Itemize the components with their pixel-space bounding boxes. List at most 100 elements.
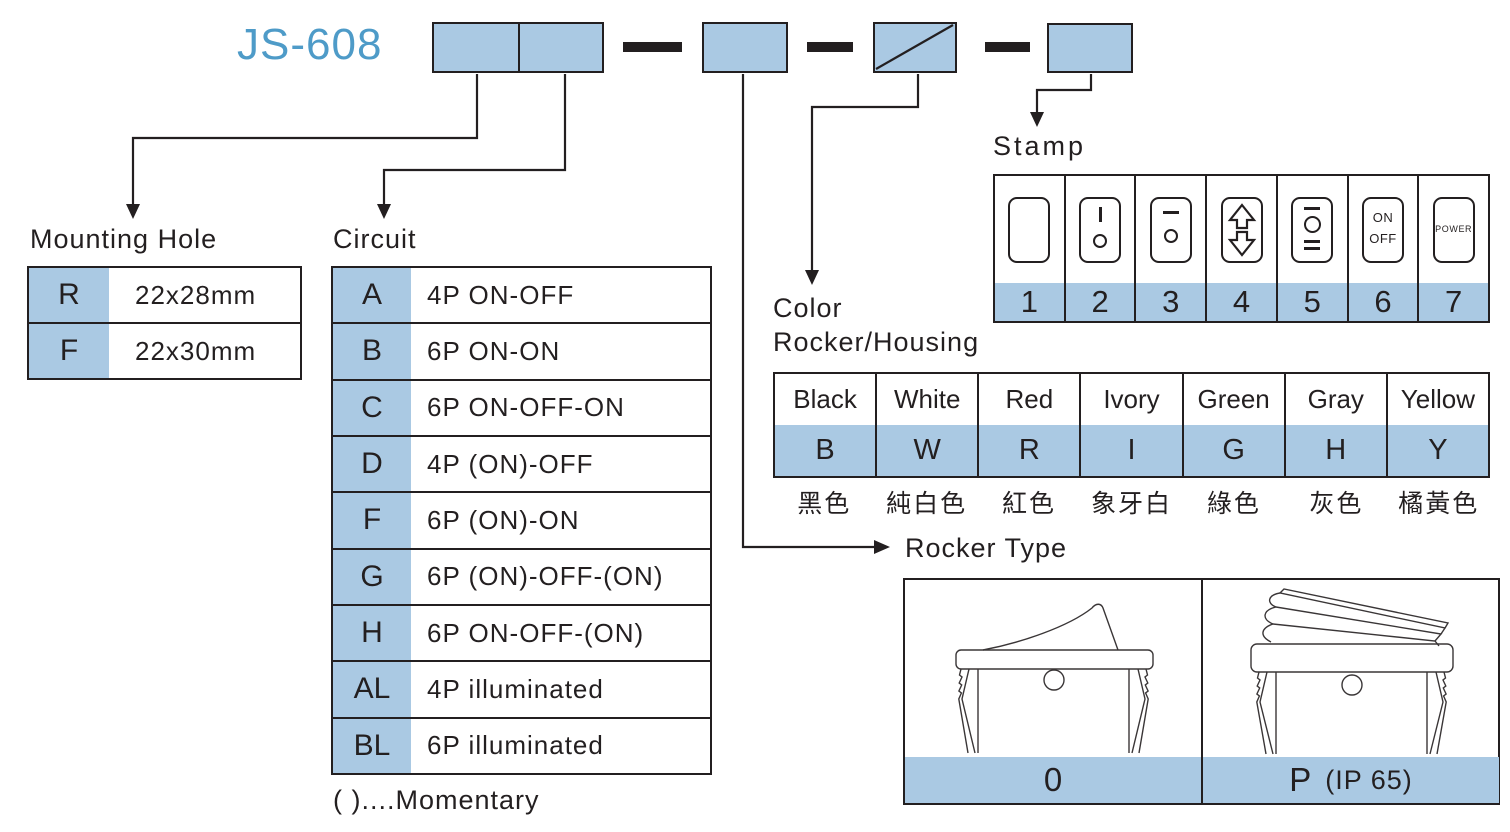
- diagonal-slash-icon: [875, 24, 954, 70]
- table-row: B 6P ON-ON: [333, 324, 710, 381]
- circuit-value: 6P (ON)-ON: [427, 504, 580, 535]
- mounting-code: R: [29, 268, 109, 322]
- mounting-value: 22x30mm: [135, 335, 257, 366]
- color-name: Green: [1197, 384, 1270, 414]
- stamp-number: 7: [1419, 283, 1489, 321]
- rocker-type-ip-rating: (IP 65): [1325, 764, 1413, 795]
- color-option: Green G: [1183, 374, 1286, 476]
- code-box-rocker-type: [702, 22, 788, 73]
- blank-rocker-icon: [1008, 196, 1051, 263]
- up-down-arrows-rocker-icon: [1220, 196, 1263, 263]
- stamp-option: 5: [1277, 176, 1349, 321]
- color-option: Yellow Y: [1387, 374, 1488, 476]
- stamp-number: 3: [1136, 283, 1206, 321]
- rocker-type-option: P (IP 65): [1203, 580, 1499, 803]
- color-option: Red R: [979, 374, 1082, 476]
- circuit-table: A 4P ON-OFF B 6P ON-ON C 6P ON-OFF-ON D …: [331, 266, 712, 775]
- circuit-code: BL: [333, 718, 411, 773]
- circuit-value: 4P ON-OFF: [427, 279, 575, 310]
- dash-circle-rocker-icon: [1149, 196, 1192, 263]
- color-zh: 紅色: [1002, 490, 1057, 518]
- color-title: Color: [773, 293, 843, 323]
- color-zh: 橘黃色: [1398, 490, 1480, 518]
- color-code: I: [1081, 425, 1182, 476]
- circuit-code: G: [333, 549, 411, 604]
- on-off-rocker-icon: ON OFF: [1361, 196, 1404, 263]
- color-name: Red: [1005, 384, 1054, 414]
- circuit-code: F: [333, 493, 411, 548]
- color-zh: 灰色: [1309, 490, 1364, 518]
- table-row: AL 4P illuminated: [333, 662, 710, 719]
- stamp-number: 6: [1348, 283, 1418, 321]
- circuit-value: 6P (ON)-OFF-(ON): [427, 561, 664, 592]
- circuit-code: C: [333, 380, 411, 435]
- stamp-option: POWER 7: [1419, 176, 1489, 321]
- rocker-plain-drawing: [955, 603, 1154, 754]
- circuit-value: 4P illuminated: [427, 673, 604, 704]
- code-box-mounting-circuit: [432, 22, 604, 73]
- code-separator-dash: [807, 42, 853, 52]
- table-row: BL 6P illuminated: [333, 718, 710, 773]
- stamp-title: Stamp: [993, 131, 1087, 161]
- color-option: Gray H: [1285, 374, 1388, 476]
- stamp-number: 2: [1065, 283, 1135, 321]
- mounting-value: 22x28mm: [135, 279, 257, 310]
- momentary-note: ( )....Momentary: [333, 785, 540, 815]
- code-box-color: [873, 22, 957, 73]
- rocker-type-code: 0: [1043, 761, 1063, 798]
- code-box-divider: [518, 24, 520, 71]
- color-name: Gray: [1307, 384, 1364, 414]
- table-row: H 6P ON-OFF-(ON): [333, 605, 710, 663]
- stamp-number: 4: [1207, 283, 1276, 321]
- circuit-code: D: [333, 436, 411, 492]
- color-zh: 綠色: [1206, 490, 1261, 518]
- color-subtitle: Rocker/Housing: [773, 327, 980, 357]
- circuit-code: A: [333, 268, 411, 323]
- stamp-number: 1: [995, 283, 1064, 321]
- power-rocker-icon: POWER: [1432, 196, 1475, 263]
- circuit-value: 6P ON-OFF-(ON): [427, 617, 645, 648]
- arrow-to-rocker-type: [874, 540, 890, 554]
- circuit-title: Circuit: [333, 224, 417, 254]
- stamp-option: 4: [1207, 176, 1278, 321]
- arrow-to-circuit: [377, 204, 391, 219]
- stamp-table: 1 2 3: [993, 174, 1490, 323]
- arrow-to-stamp: [1030, 112, 1044, 127]
- circuit-code: AL: [333, 662, 411, 717]
- color-code: B: [775, 425, 876, 476]
- bar-circle-rocker-icon: [1079, 196, 1122, 263]
- color-code: Y: [1387, 425, 1488, 476]
- rocker-type-option: 0: [905, 580, 1203, 803]
- stamp-option: ON OFF 6: [1348, 176, 1420, 321]
- table-row: D 4P (ON)-OFF: [333, 436, 710, 494]
- color-zh: 象牙白: [1090, 490, 1172, 518]
- table-row: C 6P ON-OFF-ON: [333, 380, 710, 437]
- color-name: White: [893, 384, 961, 414]
- color-option: Black B: [775, 374, 878, 476]
- color-name: Black: [793, 384, 857, 414]
- circuit-value: 6P ON-OFF-ON: [427, 392, 625, 423]
- arrow-to-mounting-hole: [126, 204, 140, 219]
- table-row: G 6P (ON)-OFF-(ON): [333, 549, 710, 606]
- rocker-boot-drawing: [1250, 588, 1454, 755]
- mounting-hole-table: R 22x28mm F 22x30mm: [27, 266, 302, 380]
- color-zh: 純白色: [886, 490, 968, 518]
- circuit-value: 6P illuminated: [427, 730, 604, 761]
- page-title: JS-608: [237, 20, 383, 69]
- code-separator-dash: [985, 42, 1030, 52]
- color-code: H: [1285, 425, 1386, 476]
- table-row: F 6P (ON)-ON: [333, 493, 710, 550]
- table-row: A 4P ON-OFF: [333, 268, 710, 325]
- circuit-value: 4P (ON)-OFF: [427, 448, 594, 479]
- mounting-hole-title: Mounting Hole: [30, 224, 218, 254]
- color-code: R: [979, 425, 1080, 476]
- rocker-type-table: 0: [903, 578, 1500, 805]
- color-zh: 黑色: [797, 490, 852, 518]
- circuit-code: B: [333, 324, 411, 379]
- color-code: G: [1183, 425, 1284, 476]
- rocker-type-code: P: [1289, 761, 1312, 798]
- color-chinese-labels: 黑色 純白色 紅色 象牙白 綠色 灰色 橘黃色: [773, 484, 1490, 520]
- color-option: Ivory I: [1081, 374, 1184, 476]
- color-name: Ivory: [1103, 384, 1160, 414]
